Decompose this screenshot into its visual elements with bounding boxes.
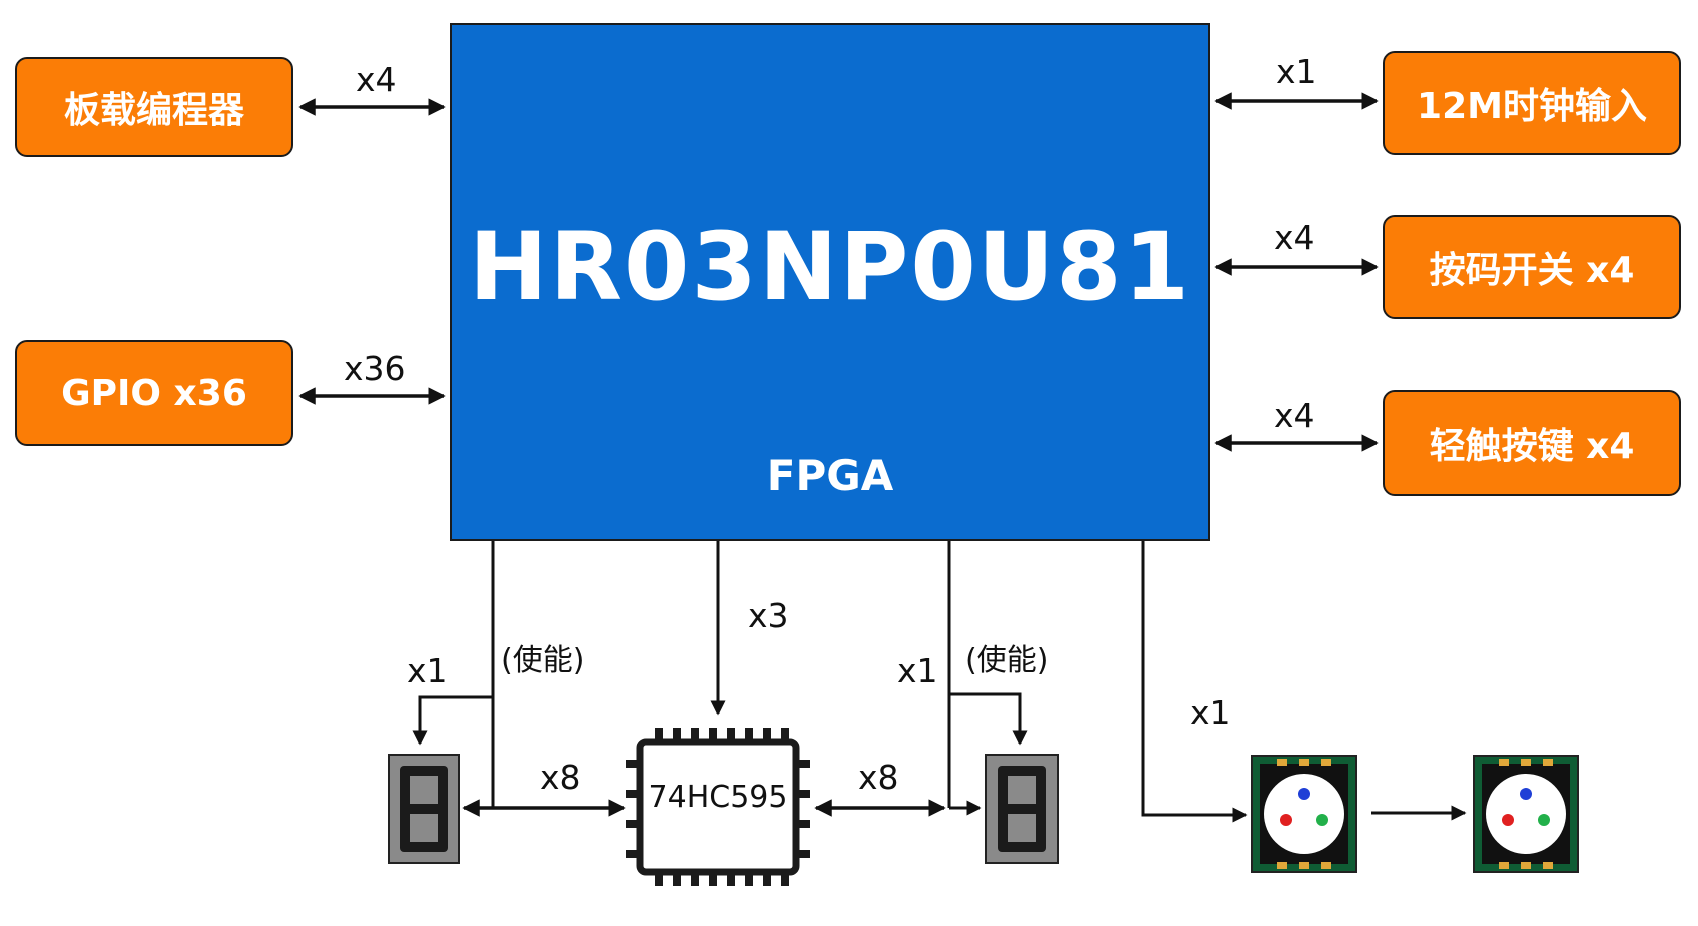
seven-segment-display-icon — [388, 754, 460, 864]
dip-switch-block: 按码开关 x4 — [1383, 215, 1681, 319]
chip-pin — [763, 870, 771, 886]
chip-pin — [745, 728, 753, 744]
chip-pin — [794, 790, 810, 798]
chip-pin — [794, 760, 810, 768]
programmer-block: 板载编程器 — [15, 57, 293, 157]
arrow-left-seg-enable — [412, 695, 493, 746]
label-left-enable-count: x1 — [407, 651, 448, 690]
chip-pin — [691, 728, 699, 744]
chip-pin — [781, 728, 789, 744]
clock-block: 12M时钟输入 — [1383, 51, 1681, 155]
fpga-block: HR03NP0U81 FPGA — [450, 23, 1210, 541]
rgb-led-icon — [1251, 755, 1357, 873]
arrow-right-seg-enable — [949, 692, 1028, 746]
label-shift-ctrl: x3 — [748, 596, 789, 635]
chip-pin — [673, 870, 681, 886]
chip-pin — [727, 870, 735, 886]
label-left-seg-data: x8 — [540, 758, 581, 797]
arrow-rgb-led — [1141, 541, 1248, 823]
rgb-led-icon — [1473, 755, 1579, 873]
seven-segment-display-icon — [985, 754, 1059, 864]
label-dip: x4 — [1274, 218, 1315, 257]
ic-chip-icon — [626, 728, 810, 886]
keys-block: 轻触按键 x4 — [1383, 390, 1681, 496]
gpio-block: GPIO x36 — [15, 340, 293, 446]
label-left-enable-note: (使能) — [501, 643, 585, 678]
fpga-model: HR03NP0U81 — [469, 213, 1191, 322]
chip-pin — [727, 728, 735, 744]
chip-pin — [626, 760, 642, 768]
label-rgb-led: x1 — [1190, 693, 1231, 732]
chip-pin — [709, 728, 717, 744]
chip-pin — [673, 728, 681, 744]
chip-pin — [691, 870, 699, 886]
label-gpio: x36 — [344, 349, 406, 388]
chip-pin — [745, 870, 753, 886]
label-programmer: x4 — [356, 60, 397, 99]
chip-pin — [794, 820, 810, 828]
label-right-enable-note: (使能) — [965, 643, 1049, 678]
chip-pin — [763, 728, 771, 744]
label-clock: x1 — [1276, 52, 1317, 91]
chip-pin — [626, 790, 642, 798]
chip-pin — [781, 870, 789, 886]
label-keys: x4 — [1274, 396, 1315, 435]
chip-pin — [655, 728, 663, 744]
chip-pin — [794, 850, 810, 858]
chip-pin — [626, 820, 642, 828]
fpga-type-label: FPGA — [766, 451, 894, 500]
chip-pin — [626, 850, 642, 858]
shift-register-label: 74HC595 — [648, 780, 788, 815]
label-right-seg-data: x8 — [858, 758, 899, 797]
chip-pin — [709, 870, 717, 886]
label-right-enable-count: x1 — [897, 651, 938, 690]
chip-pin — [655, 870, 663, 886]
